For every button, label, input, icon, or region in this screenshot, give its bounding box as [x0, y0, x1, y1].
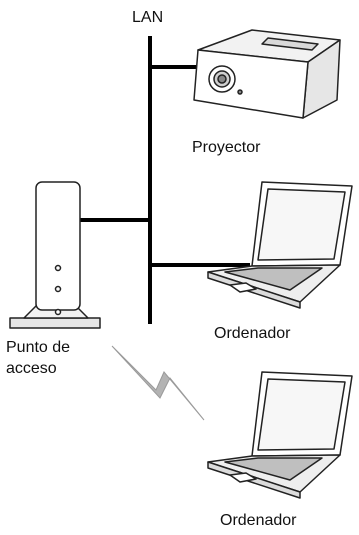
wireless-lightning-icon: [111, 345, 205, 421]
projector-vent: [261, 37, 319, 51]
access-point-label-line2: acceso: [6, 360, 57, 377]
laptop-keyboard: [224, 457, 323, 481]
projector-button: [237, 89, 243, 95]
access-point-base: [9, 317, 101, 329]
laptop-screen: [257, 378, 346, 451]
laptop-touchpad: [229, 282, 257, 293]
access-point-led-2: [54, 285, 62, 293]
computer-top-device: [207, 181, 353, 309]
laptop-touchpad: [229, 472, 257, 483]
lan-label: LAN: [132, 9, 163, 26]
access-point-device: [9, 181, 101, 329]
laptop-keyboard: [224, 267, 323, 291]
access-point-led-3: [54, 308, 62, 316]
access-point-label-line1: Punto de: [6, 339, 70, 356]
laptop-screen: [257, 188, 346, 261]
access-point-led-1: [54, 264, 62, 272]
computer-bottom-label: Ordenador: [220, 512, 297, 529]
computer-bottom-device: [207, 371, 353, 499]
projector-device: [193, 29, 341, 119]
computer-top-label: Ordenador: [214, 325, 291, 342]
projector-label: Proyector: [192, 139, 261, 156]
projector-lens-core: [217, 74, 227, 84]
